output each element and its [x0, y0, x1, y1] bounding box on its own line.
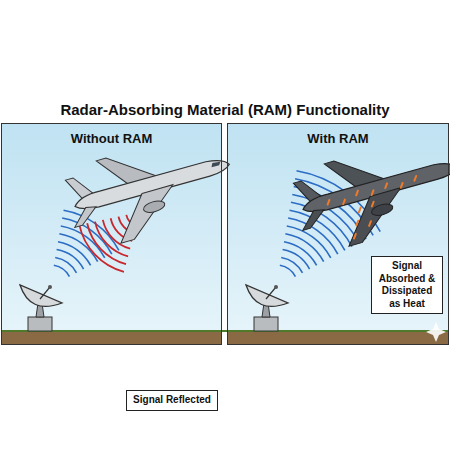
- box-label: Signal Absorbed & Dissipated as Heat: [378, 260, 436, 310]
- wave-arc: [284, 242, 317, 266]
- radar-dish: [246, 285, 288, 331]
- wave-arc: [280, 265, 296, 276]
- wave-arc: [54, 265, 70, 276]
- panel-heading: Without RAM: [2, 131, 221, 146]
- heat-dash: [353, 234, 357, 239]
- heat-dash: [327, 200, 331, 205]
- diagram-title: Radar-Absorbing Material (RAM) Functiona…: [0, 101, 450, 118]
- grass-line: [1, 330, 449, 332]
- ground: [1, 331, 222, 345]
- label-box: Signal Absorbed & Dissipated as Heat: [371, 256, 443, 314]
- sparkle: [426, 322, 446, 342]
- heat-dash: [413, 176, 417, 181]
- wave-arc: [58, 242, 91, 266]
- wave-arc: [87, 223, 126, 264]
- wave-arc: [287, 226, 331, 258]
- heat-dash: [358, 208, 362, 213]
- heat-dash: [371, 190, 375, 195]
- wave-arc: [64, 210, 119, 250]
- wave-arc: [281, 257, 302, 272]
- panel-heading: With RAM: [228, 131, 448, 146]
- wave-arc: [285, 234, 323, 262]
- heat-dash: [355, 191, 359, 196]
- heat-dash: [384, 183, 388, 188]
- wave-arc: [55, 257, 76, 272]
- sky: [227, 123, 449, 333]
- heat-dash: [371, 202, 375, 207]
- radar-waves: [54, 171, 380, 277]
- heat-dash: [368, 221, 372, 226]
- label-box: Signal Reflected: [126, 390, 218, 411]
- box-label: Signal Reflected: [133, 394, 211, 407]
- comparison-panel: With RAM Signal Absorbed & Dissipated as …: [227, 123, 449, 345]
- comparison-panel: Without RAMSignal Reflected: [1, 123, 222, 345]
- radar-dish: [20, 285, 62, 331]
- heat-dash: [400, 183, 404, 188]
- sky: [1, 123, 222, 333]
- heat-dash: [342, 200, 346, 205]
- wave-arc: [79, 225, 124, 272]
- ground: [227, 331, 449, 345]
- heat-dash: [355, 221, 359, 226]
- coated-aircraft: [287, 129, 450, 257]
